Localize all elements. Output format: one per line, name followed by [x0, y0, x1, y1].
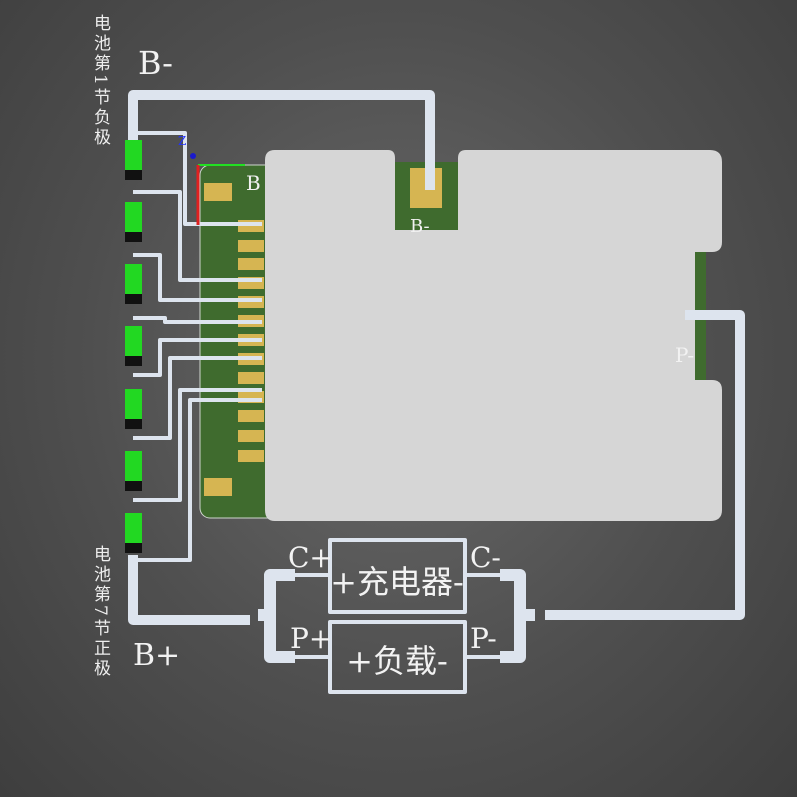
cell1-negative-label: 电池第1节负极	[90, 14, 110, 148]
pcb-b-minus-label: B-	[410, 216, 430, 237]
cell7-positive-label: 电池第7节正极	[90, 545, 110, 679]
load-label: +负载-	[346, 642, 448, 680]
b-minus-label: B-	[138, 44, 173, 82]
b-plus-label: B+	[133, 638, 180, 673]
battery-cells	[125, 140, 142, 553]
battery-cell-6	[125, 451, 142, 491]
wires	[128, 90, 745, 694]
svg-text:Z: Z	[178, 134, 186, 148]
c-plus-label: C+	[288, 541, 333, 574]
component-cover	[265, 150, 722, 521]
battery-cell-2	[125, 202, 142, 242]
battery-cell-5	[125, 389, 142, 429]
battery-cell-7	[125, 513, 142, 553]
charger-label: +充电器-	[330, 563, 464, 601]
battery-cell-1	[125, 140, 142, 180]
p-plus-label: P+	[290, 622, 332, 655]
c-minus-label: C-	[470, 541, 501, 574]
axis-gizmo: Z	[178, 134, 245, 225]
pcb-b-partial-label: B	[246, 171, 261, 195]
pcb-p-minus-label: P-	[675, 343, 694, 367]
battery-cell-3	[125, 264, 142, 304]
p-minus-label: P-	[470, 622, 497, 655]
battery-cell-4	[125, 326, 142, 366]
